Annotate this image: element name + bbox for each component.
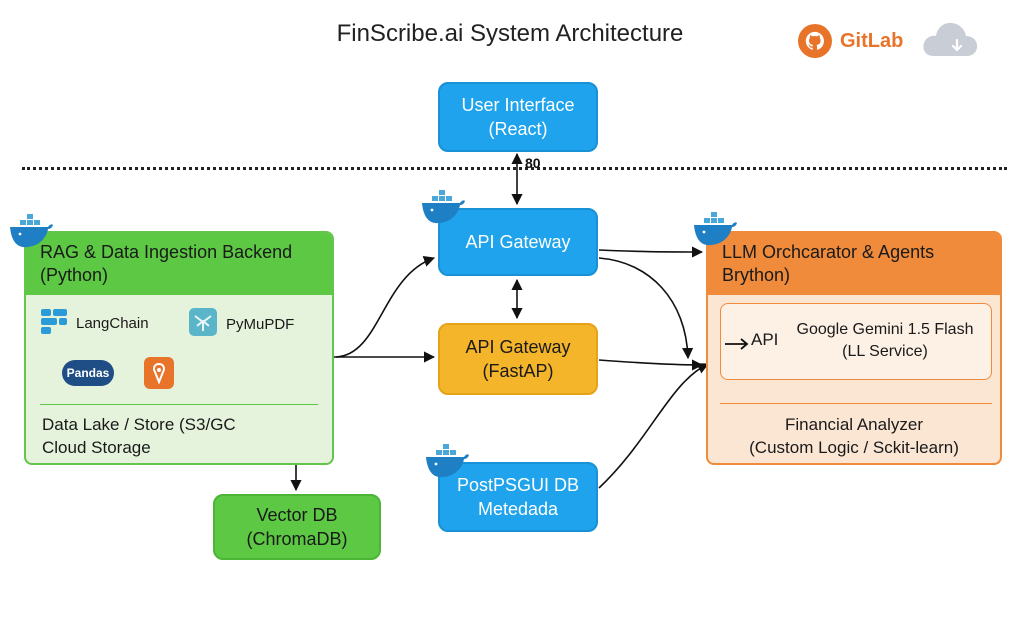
gitlab-label: GitLab bbox=[840, 29, 904, 52]
langchain-icon bbox=[40, 307, 68, 339]
docker-whale-icon bbox=[10, 214, 53, 248]
rag-panel-subtitle: (Python) bbox=[40, 265, 109, 285]
rag-panel-divider bbox=[40, 404, 318, 405]
pymupdf-label: PyMuPDF bbox=[226, 315, 295, 333]
api-label: API bbox=[751, 330, 779, 349]
user-interface-subtitle: (React) bbox=[488, 119, 548, 139]
gateway-llm-arrow bbox=[598, 246, 704, 258]
user-interface-node: User Interface (React) bbox=[438, 82, 598, 152]
llm-panel-subtitle: Brython) bbox=[722, 265, 791, 285]
gemini-title: Google Gemini 1.5 Flash bbox=[796, 321, 974, 338]
gateway-analyzer-arrow bbox=[598, 257, 694, 360]
postgres-title: PostPSGUI DB bbox=[456, 475, 580, 495]
postgres-llm-arrow bbox=[598, 363, 710, 489]
pandas-icon: Pandas bbox=[62, 360, 114, 386]
vector-db-node: Vector DB (ChromaDB) bbox=[213, 494, 381, 560]
rag-panel-header: RAG & Data Ingestion Backend (Python) bbox=[26, 233, 332, 295]
rag-gateway-arrow bbox=[335, 256, 436, 358]
langchain-lib: LangChain bbox=[40, 307, 149, 339]
rag-panel-title: RAG & Data Ingestion Backend bbox=[40, 242, 293, 262]
rag-ingestion-panel: RAG & Data Ingestion Backend (Python) La… bbox=[24, 231, 334, 465]
docker-whale-icon bbox=[694, 212, 737, 246]
user-interface-title: User Interface bbox=[461, 95, 575, 115]
docker-whale-icon bbox=[422, 190, 465, 224]
postgres-db-node: PostPSGUI DB Metedada bbox=[438, 462, 598, 532]
gitlab-icon bbox=[798, 24, 832, 58]
gitlab-badge: GitLab bbox=[798, 24, 903, 58]
data-lake-line1: Data Lake / Store (S3/GC bbox=[42, 415, 236, 434]
pymupdf-lib: PyMuPDF bbox=[188, 307, 294, 341]
diagram-title: FinScribe.ai System Architecture bbox=[336, 20, 684, 47]
vector-db-subtitle: (ChromaDB) bbox=[246, 529, 348, 549]
api-gateway-fastapi-subtitle: (FastAP) bbox=[482, 361, 554, 381]
llm-orchestrator-panel: LLM Orchcarator & Agents Brython) API Go… bbox=[706, 231, 1002, 465]
arrow-icon bbox=[725, 338, 749, 350]
llm-panel-divider bbox=[720, 403, 992, 404]
api-gateway-fastapi-node: API Gateway (FastAP) bbox=[438, 323, 598, 395]
pymupdf-icon bbox=[188, 307, 218, 341]
pdf-icon bbox=[144, 357, 174, 389]
financial-analyzer-subtitle: (Custom Logic / Sckit-learn) bbox=[749, 438, 959, 457]
fastapi-llm-arrow bbox=[598, 359, 704, 371]
api-gateway-fastapi-title: API Gateway bbox=[465, 337, 571, 357]
docker-whale-icon bbox=[426, 444, 469, 478]
financial-analyzer-label: Financial Analyzer (Custom Logic / Sckit… bbox=[708, 413, 1000, 459]
api-gateway-title: API Gateway bbox=[465, 232, 571, 252]
gemini-service-box: API Google Gemini 1.5 Flash (LL Service) bbox=[720, 303, 992, 380]
cloud-download-icon bbox=[920, 18, 980, 65]
llm-panel-header: LLM Orchcarator & Agents Brython) bbox=[708, 233, 1000, 295]
vector-db-title: Vector DB bbox=[256, 505, 338, 525]
data-lake-label: Data Lake / Store (S3/GC Cloud Storage bbox=[42, 413, 236, 459]
langchain-label: LangChain bbox=[76, 314, 149, 332]
llm-panel-title: LLM Orchcarator & Agents bbox=[722, 242, 935, 262]
gemini-subtitle: (LL Service) bbox=[842, 343, 928, 360]
financial-analyzer-title: Financial Analyzer bbox=[785, 415, 923, 434]
data-lake-line2: Cloud Storage bbox=[42, 438, 151, 457]
port-label: 80 bbox=[525, 155, 541, 171]
postgres-subtitle: Metedada bbox=[477, 499, 559, 519]
api-gateway-node: API Gateway bbox=[438, 208, 598, 276]
gemini-label: Google Gemini 1.5 Flash (LL Service) bbox=[785, 319, 985, 363]
